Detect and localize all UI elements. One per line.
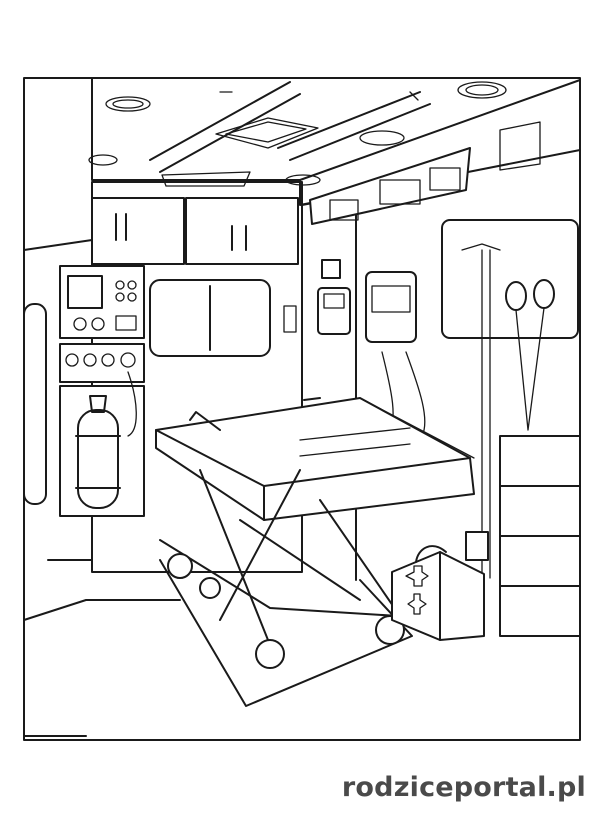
wall-window bbox=[441, 219, 579, 339]
wall-defibrillator bbox=[317, 287, 351, 335]
floor bbox=[23, 559, 413, 737]
wheel-front-right bbox=[255, 639, 285, 669]
overhead-console bbox=[309, 147, 471, 225]
upper-cabinet-left bbox=[91, 197, 185, 265]
stretcher bbox=[155, 397, 475, 669]
ecg-monitor bbox=[365, 271, 417, 343]
medical-bag bbox=[391, 545, 485, 641]
oxygen-tank bbox=[77, 409, 119, 509]
wall-socket-top bbox=[321, 259, 341, 279]
ceiling bbox=[88, 77, 581, 206]
upper-cabinet-right bbox=[185, 197, 299, 265]
gauge-panel bbox=[59, 343, 145, 383]
stethoscope-right bbox=[533, 279, 555, 309]
wall-outlet bbox=[465, 531, 489, 561]
left-equipment-wall bbox=[23, 239, 145, 561]
right-wall bbox=[301, 121, 581, 637]
wheel-front-left bbox=[167, 553, 193, 579]
watermark-text: rodziceportal.pl bbox=[341, 772, 586, 803]
wheel-back-left bbox=[199, 577, 221, 599]
stethoscope-left bbox=[505, 281, 527, 311]
